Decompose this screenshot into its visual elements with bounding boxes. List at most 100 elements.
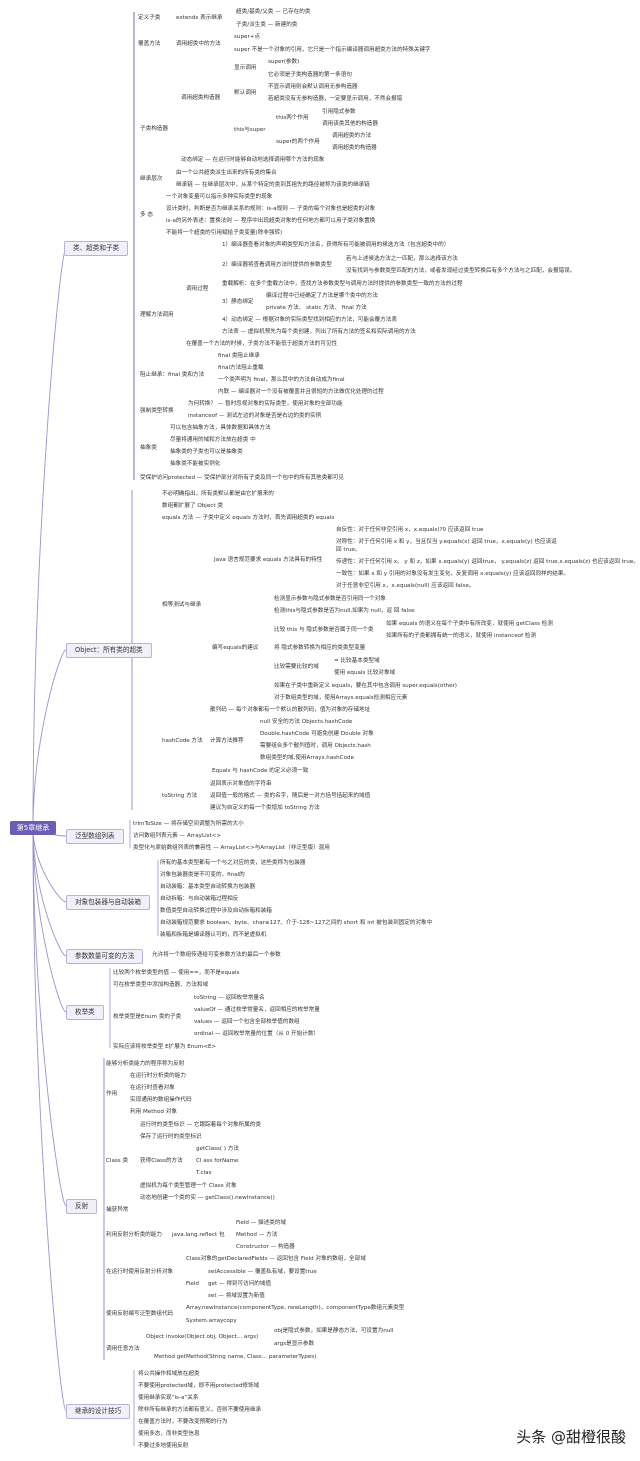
watermark: 头条 @甜橙很酸 <box>516 1428 626 1446</box>
node: 使用反射编写泛型数组代码 <box>106 1311 174 1317</box>
node: is-a的另外表述：置换法则 — 程序中出现超类对象的任何地方都可以用子类对象置… <box>166 218 376 224</box>
node: 返回表示对象值的字符串 <box>210 781 272 787</box>
root-branch-connector <box>32 827 67 1207</box>
node: 自动装箱：基本类型自动转换为包装器 <box>160 884 256 890</box>
node: 传递性：对于任何引用 x、 y 和 z，如果 x.equals(y) 返回tru… <box>336 559 639 565</box>
node: 不要过多地使用反射 <box>138 1443 189 1449</box>
branch-reflection[interactable]: 反射 <box>66 1199 98 1214</box>
node: Equals 与 hashCode 的定义必须一致 <box>212 768 309 774</box>
node: 检测显示参数与隐式参数是否引用同一个对象 <box>274 596 386 602</box>
node: 相等测试与继承 <box>162 602 202 608</box>
node: System.arraycopy <box>186 1318 237 1324</box>
node: 需要组合多个散列值时，调用 Objects.hash <box>260 743 371 749</box>
node: 对于任意非空引用 x，x.equals(null) 应该返回 false。 <box>336 583 475 589</box>
node: 抽象类 <box>140 445 157 451</box>
node: 保存了运行时的类型标识 <box>140 1134 202 1140</box>
node: 运行时的类型标识 — 它跟踪着每个对象所属的类 <box>140 1122 262 1128</box>
branch-enum[interactable]: 枚举类 <box>66 1005 104 1020</box>
node: obj是隐式参数，如果是静态方法，可设置为null <box>274 1328 394 1334</box>
node: 子类构造器 <box>140 126 168 132</box>
node: 计算方法推荐 <box>210 738 244 744</box>
node: 将 隐式参数转换为相应的类类型变量 <box>274 645 366 651</box>
node: 若与上述候选方法之一匹配，那么选择该方法 <box>346 256 458 262</box>
node: this与super <box>234 127 266 133</box>
node: 不能将一个超类的引用赋给子类变量(除非强转) <box>166 230 283 236</box>
branch-object[interactable]: Object：所有类的超类 <box>66 643 152 658</box>
node: 覆盖方法 <box>138 41 161 47</box>
node: 一个类声明为 final，那么其中的方法自动成为final <box>218 377 345 383</box>
node: 不显示调用则会默认调用无参构造器 <box>268 84 358 90</box>
node: 超类/基类/父类 — 已存在的类 <box>236 9 311 15</box>
node: valueOf — 通过枚举常量名，返回相应的枚举常量 <box>194 1007 320 1013</box>
node: Double.hashCode 可避免创建 Double 对象 <box>260 731 374 737</box>
node: 阻止继承：final 类和方法 <box>140 372 205 378</box>
node: 返回值一般的格式 — 类的名字，随后是一对方括号括起来的域值 <box>210 793 371 799</box>
branch-arraylist[interactable]: 泛型数组列表 <box>66 829 124 844</box>
node: get — 得到可访问的域值 <box>208 1281 272 1287</box>
branch-classes[interactable]: 类、超类和子类 <box>64 241 129 256</box>
node: 一个对象变量可以指示多种实际类型的现象 <box>166 194 273 200</box>
node: 继承链 — 在继承层次中，从某个特定的类到其祖先的路径被称为该类的继承链 <box>176 182 370 188</box>
node: 在运行时使用反射分析对象 <box>106 1269 174 1275</box>
branch-wrappers[interactable]: 对象包装器与自动装箱 <box>66 895 150 910</box>
node: 数值类型自动转换过程中涉及自动拆箱和装箱 <box>160 908 272 914</box>
node: 不要使用protected域，即不用protected修饰域 <box>138 1383 260 1389</box>
node: ordinal — 返回枚举常量的位置（从 0 开始计数） <box>194 1031 320 1037</box>
node: setAccessible — 覆盖私有域，要设置true <box>208 1269 317 1275</box>
node: 4）动态绑定 — 根据对象的实际类型找到相应的方法，可能会覆方法表 <box>222 317 397 323</box>
node: 比较 this 与 隐式参数是否属于同一个类 <box>274 627 374 633</box>
branch-varargs[interactable]: 参数数量可变的方法 <box>66 949 144 964</box>
node: null 安全的方法 Objects.hashCode <box>260 719 353 725</box>
node: 重载解析：在多个重载方法中，查找方法参数类型与调用方法时提供的参数类型一致的方法… <box>222 281 463 287</box>
node: Method — 方法 <box>236 1232 278 1238</box>
node: 子类/派生类 — 新建的类 <box>236 22 298 28</box>
node: 自动装箱规范要求 boolean、byte、char≤127、介于-128~12… <box>160 920 433 926</box>
node: 比较需要比较的域 <box>274 664 319 670</box>
root-node[interactable]: 第5章继承 <box>10 821 56 835</box>
node: 允许将一个数组传递给可变参数方法的最后一个参数 <box>152 952 281 958</box>
node: 对于数组类型的域，使用Arrays.equals检测相应元素 <box>274 695 408 701</box>
node: 自反性：对于任何非空引用 x，x.equals(?0 应该返回 true <box>336 527 484 533</box>
node: 可在枚举类型中添加构造器、方法和域 <box>113 982 209 988</box>
node: 多 态 <box>140 212 153 218</box>
node: 调用该类其他的构造器 <box>322 121 378 127</box>
node: 检测this与隐式参数是否为null,如果为 null，返 回 false <box>274 608 415 614</box>
node: 2）编译器将查看调用方法时提供的参数类型 <box>222 262 332 268</box>
node: args是显示参数 <box>274 1341 315 1347</box>
branch-design-tips[interactable]: 继承的设计技巧 <box>66 1404 131 1419</box>
node: super的两个作用 <box>276 139 320 145</box>
node: 调用超类中的方法 <box>176 41 221 47</box>
node: 为何转换？ — 暂时忽视对象的实际类型，使用对象的全部功能 <box>188 401 343 407</box>
node: 散列码 — 每个对象都有一个默认的散列码，值为对象的存储地址 <box>210 707 371 713</box>
node: 枚举类型是Enum 类的子类 <box>113 1014 182 1020</box>
node: final方法阻止重载 <box>218 365 264 371</box>
node: 捕获异常 <box>106 1207 129 1213</box>
node: 使用 equals 比较对象域 <box>334 670 396 676</box>
node: 若超类没有无参构造器，一定要显示调用，不然会报错 <box>268 96 403 102</box>
node: this两个作用 <box>276 115 309 121</box>
node: getClass( ) 方法 <box>196 1146 240 1152</box>
node: 尽量将通用的域和方法放在超类 中 <box>170 437 256 443</box>
node: 实现通用的数组操作代码 <box>130 1097 192 1103</box>
node: 使用继承实现“is-a”关系 <box>138 1395 199 1401</box>
node: 理解方法调用 <box>140 312 174 318</box>
node: 1）编译器查看对象的声明类型和方法名，获得所有可能被调用的候选方法（包含超类中的… <box>222 242 450 248</box>
node: 自动拆箱：与自动装箱过程相反 <box>160 896 239 902</box>
node: 抽象类的子类也可以是抽象类 <box>170 449 243 455</box>
node: super(参数) <box>268 59 300 65</box>
root-branch-connector <box>32 649 67 829</box>
node: = 比较基本类型域 <box>334 658 380 664</box>
node: 利用反射分析类的能力 <box>106 1232 162 1238</box>
node: 对象包装器类是不可变的，final的 <box>160 872 245 878</box>
node: final 类阻止继承 <box>218 353 260 359</box>
node: 在覆盖一个方法的时候，子类方法不能低于超类方法的可见性 <box>186 341 338 347</box>
node: 调用过程 <box>186 286 209 292</box>
node: 没有找到与参数类型匹配的方法，或者发现经过类型转换后有多个方法与之匹配，会报错误… <box>346 268 576 274</box>
node: 默认调用 <box>234 90 257 96</box>
root-branch-connector <box>32 827 67 1412</box>
node: 如果所有的子类都拥有统一的语义，就使用 instanceof 检测 <box>386 633 537 639</box>
node: 如果 equals 的语义在每个子类中有所改变，就使用 getClass 检测 <box>386 621 553 627</box>
node: 继承层次 <box>140 176 163 182</box>
node: 所有的基本类型都有一个与之对应的类，这些类称为包装器 <box>160 860 306 866</box>
node: Array.newInstance(componentType, newLeng… <box>186 1305 405 1311</box>
